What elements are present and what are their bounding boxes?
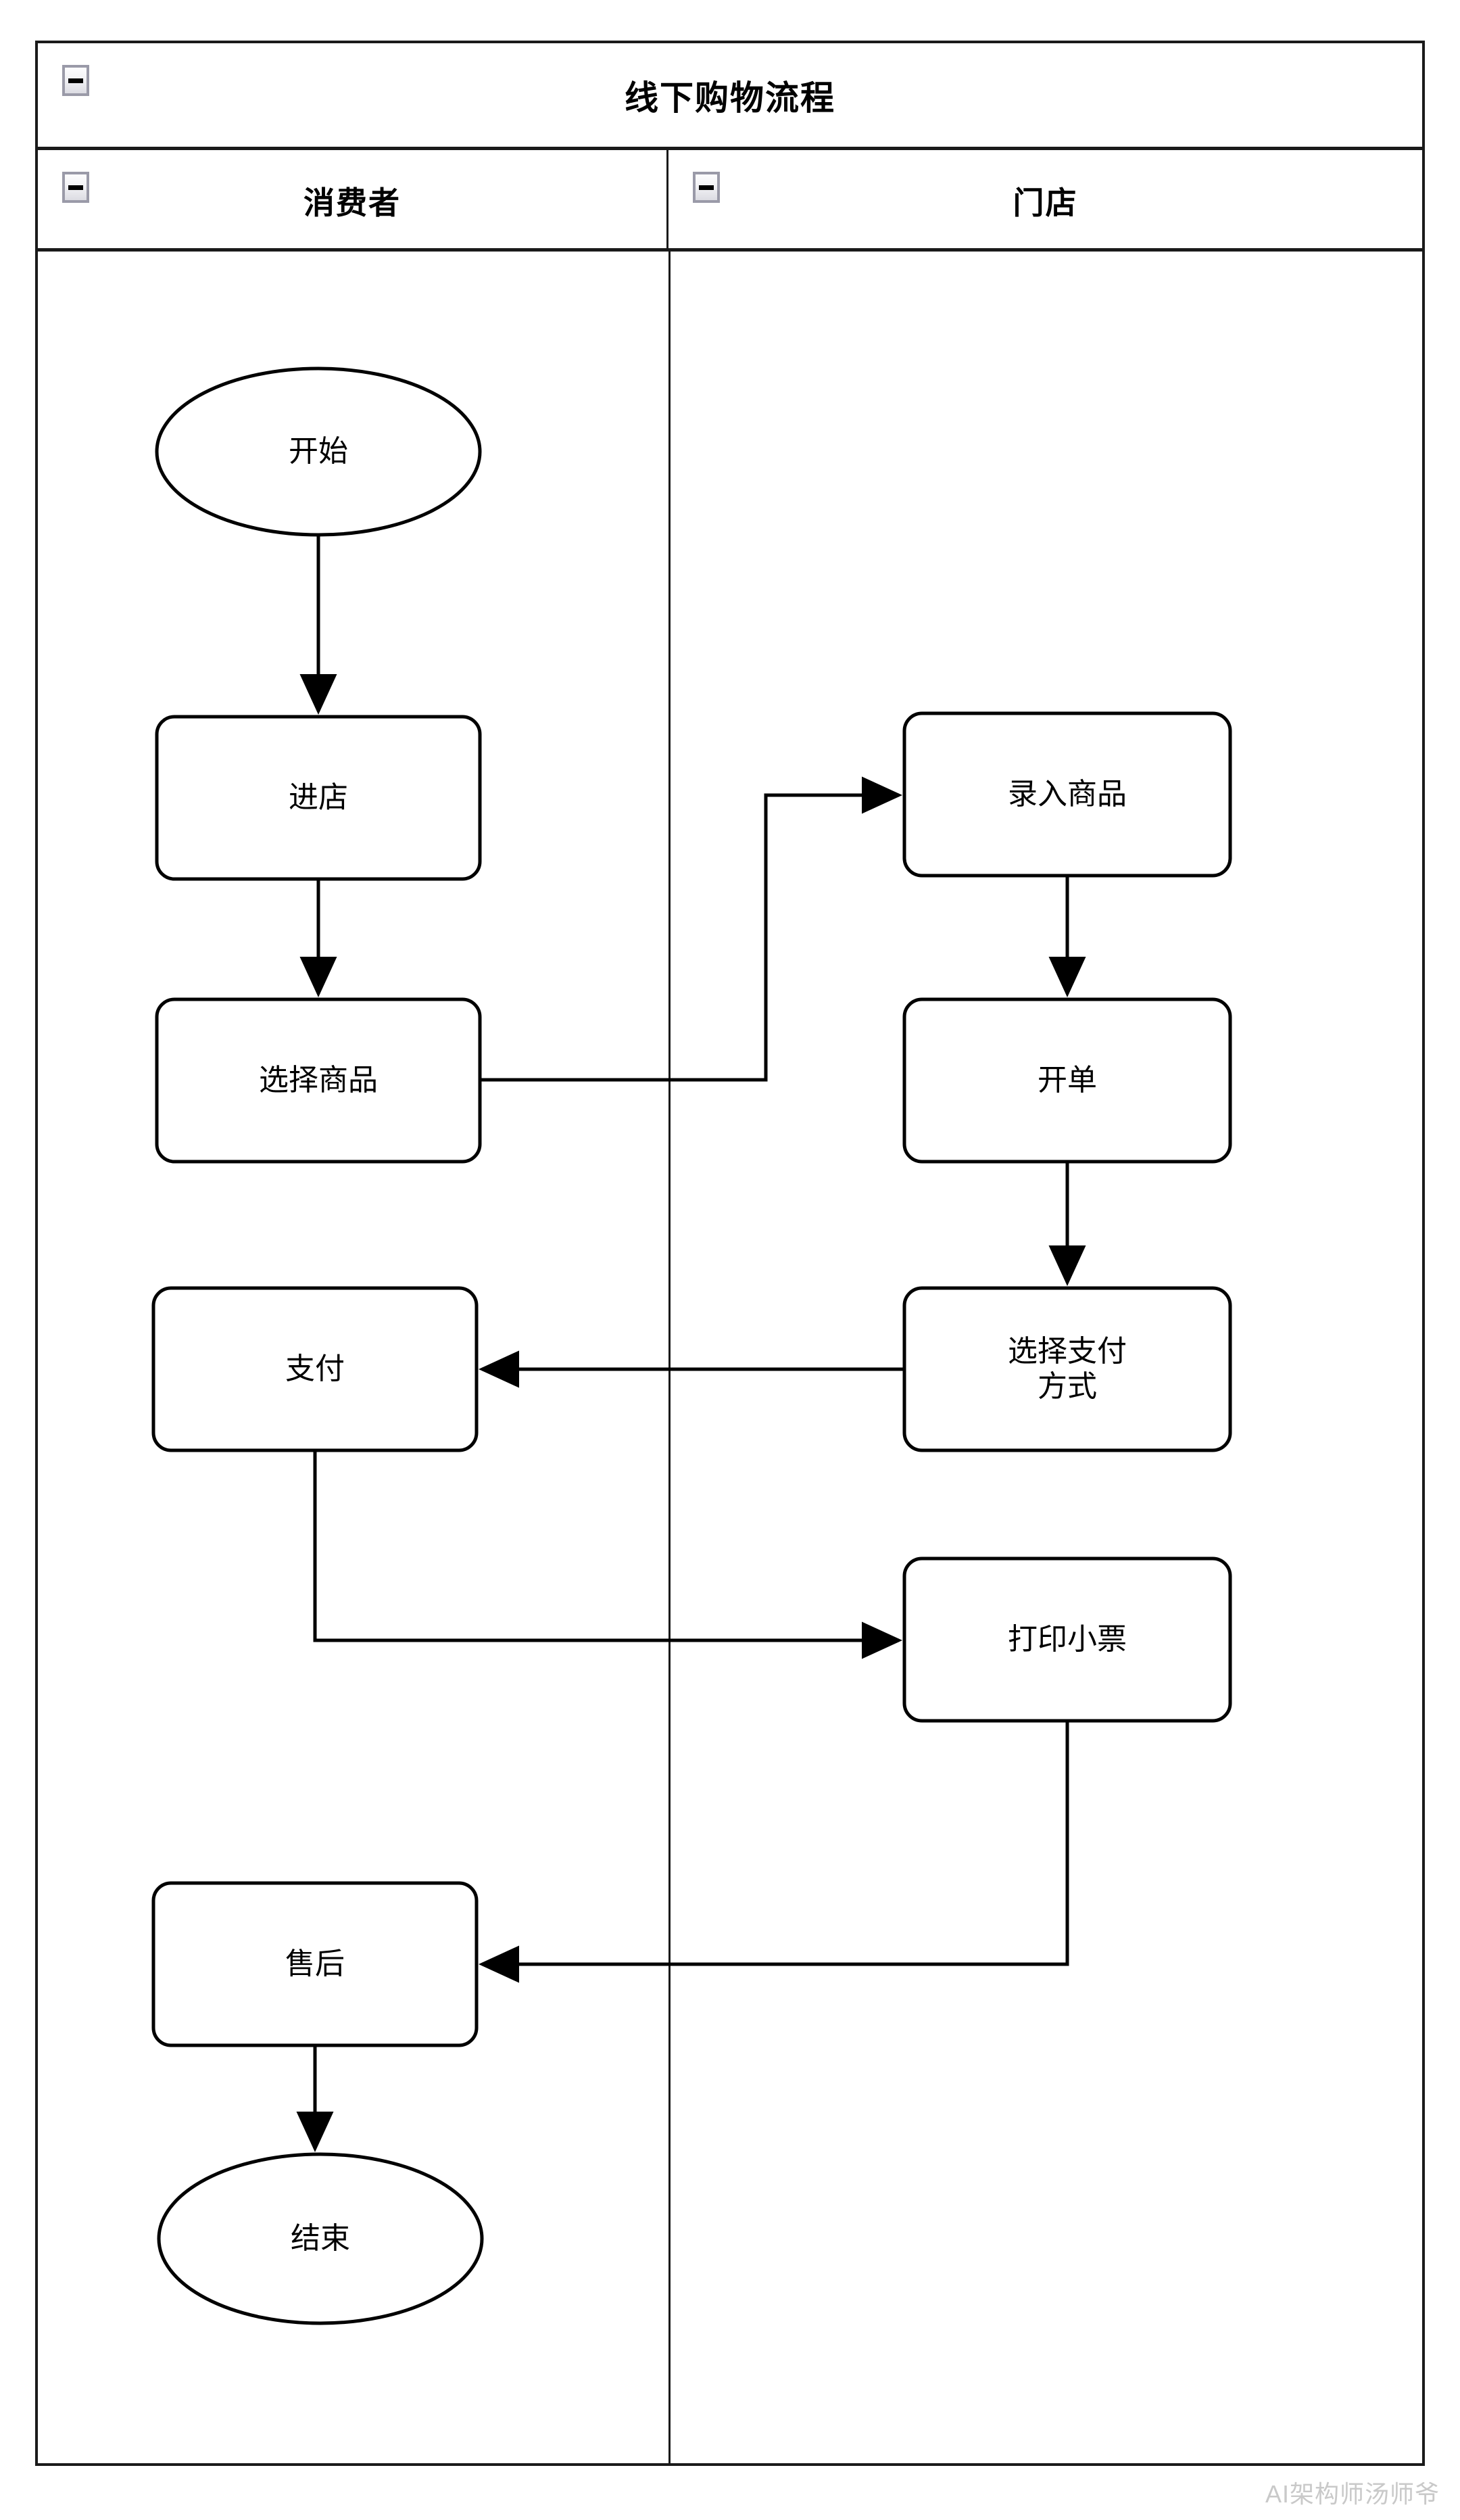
minus-glyph bbox=[68, 185, 83, 190]
lane-header-row: 消费者 门店 bbox=[38, 150, 1422, 252]
node-label-make-bill[interactable]: 开单 bbox=[1038, 1064, 1097, 1097]
minus-glyph bbox=[699, 185, 714, 190]
pool-title-row: 线下购物流程 bbox=[38, 43, 1422, 150]
page-title: 线下购物流程 bbox=[625, 78, 835, 117]
minus-box-icon-lane-store[interactable] bbox=[693, 172, 720, 203]
node-label-pay-method[interactable]: 选择支付 方式 bbox=[1008, 1335, 1127, 1403]
watermark-text: AI架构师汤师爷 bbox=[1265, 2480, 1440, 2508]
lane-header-consumer: 消费者 bbox=[38, 150, 668, 252]
node-label-print-ticket[interactable]: 打印小票 bbox=[1008, 1623, 1127, 1657]
node-label-start[interactable]: 开始 bbox=[289, 435, 348, 469]
node-label-enter-store[interactable]: 进店 bbox=[289, 781, 348, 815]
node-label-end[interactable]: 结束 bbox=[291, 2222, 350, 2256]
node-label-input-goods[interactable]: 录入商品 bbox=[1008, 778, 1127, 811]
lane-label-store: 门店 bbox=[1013, 185, 1078, 220]
minus-box-icon-pool[interactable] bbox=[62, 65, 89, 96]
lane-header-store: 门店 bbox=[668, 150, 1422, 252]
minus-box-icon-lane-consumer[interactable] bbox=[62, 172, 89, 203]
node-label-after-sales[interactable]: 售后 bbox=[285, 1947, 345, 1981]
minus-glyph bbox=[68, 78, 83, 83]
lane-divider bbox=[668, 252, 671, 2463]
lane-label-consumer: 消费者 bbox=[303, 185, 401, 220]
node-label-pick-goods[interactable]: 选择商品 bbox=[259, 1064, 378, 1097]
lane-body bbox=[38, 252, 1422, 2463]
node-label-pay[interactable]: 支付 bbox=[285, 1352, 345, 1386]
